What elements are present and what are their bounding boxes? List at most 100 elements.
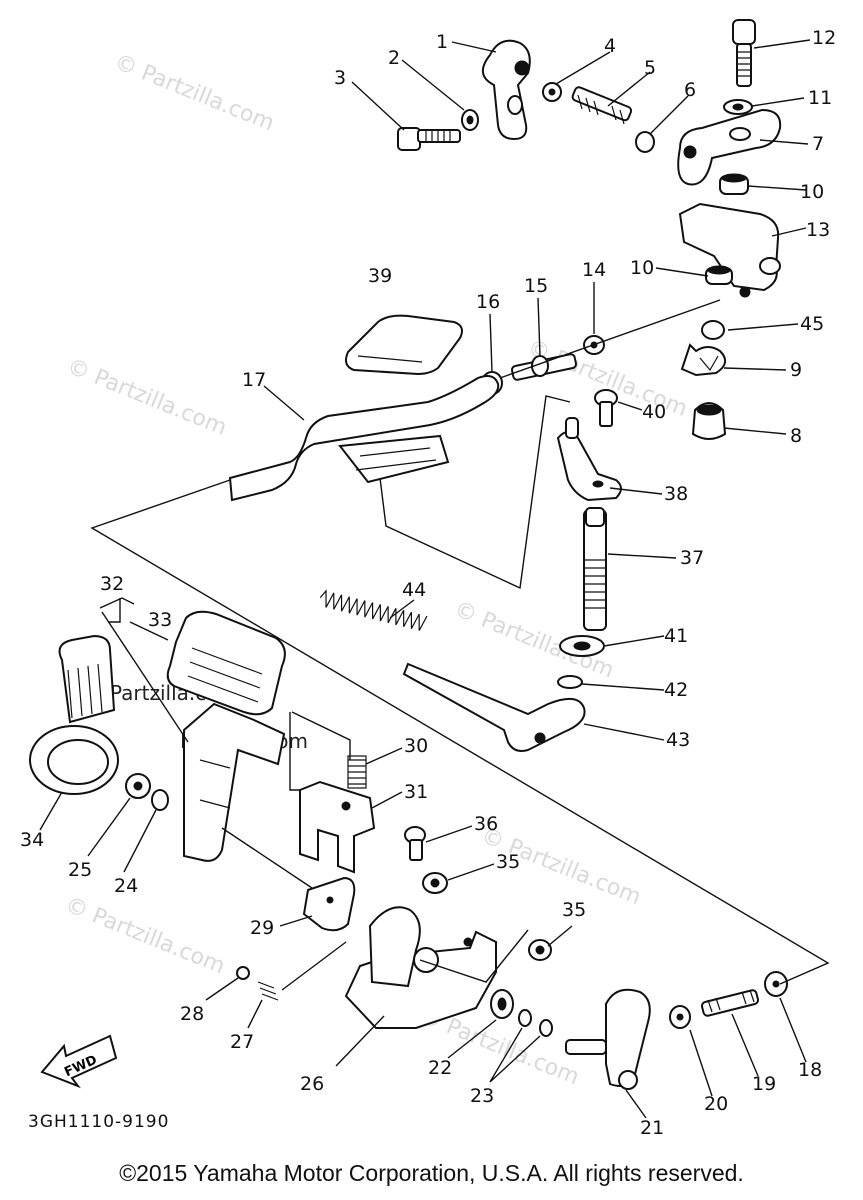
part-cover-39 <box>345 314 463 376</box>
callout-23: 23 <box>470 1085 494 1107</box>
part-nut-6 <box>635 131 655 153</box>
assembly-lines <box>90 299 830 991</box>
callout-44: 44 <box>402 579 426 601</box>
copyright-notice: ©2015 Yamaha Motor Corporation, U.S.A. A… <box>119 1160 744 1186</box>
part-lever-7 <box>677 108 782 186</box>
callout-12: 12 <box>812 27 836 49</box>
part-bolt-3 <box>397 127 461 151</box>
part-washer-11 <box>723 99 753 115</box>
callout-27: 27 <box>230 1031 254 1053</box>
callout-14: 14 <box>582 259 606 281</box>
part-screw-40 <box>594 389 618 427</box>
part-clip-9 <box>680 343 727 377</box>
part-shaft-37 <box>583 507 607 631</box>
callout-28: 28 <box>180 1003 204 1025</box>
callout-9: 9 <box>790 359 802 381</box>
part-nut-4 <box>542 82 562 102</box>
callout-7: 7 <box>812 133 824 155</box>
part-arm-38 <box>556 417 622 502</box>
callout-19: 19 <box>752 1073 776 1095</box>
callout-41: 41 <box>664 625 688 647</box>
part-holder-32 <box>183 702 286 862</box>
callout-18: 18 <box>798 1059 822 1081</box>
part-washer-24 <box>151 789 169 811</box>
callout-22: 22 <box>428 1057 452 1079</box>
part-housing-26 <box>344 906 497 1029</box>
part-rod-19 <box>700 989 760 1017</box>
callout-26: 26 <box>300 1073 324 1095</box>
callout-6: 6 <box>684 79 696 101</box>
callout-numbers: 1 2 3 4 5 6 7 8 9 10 10 11 12 13 14 15 1… <box>20 27 836 1139</box>
part-grip-33 <box>166 610 286 716</box>
fwd-arrow-icon: FWD <box>40 1034 118 1089</box>
callout-2: 2 <box>388 47 400 69</box>
callout-10a: 10 <box>800 181 824 203</box>
callout-leaders <box>39 39 811 1119</box>
part-nut-18 <box>764 971 788 997</box>
callout-11: 11 <box>808 87 832 109</box>
callout-33: 33 <box>148 609 172 631</box>
part-rod-5 <box>571 86 633 125</box>
callout-34: 34 <box>20 829 44 851</box>
callout-10b: 10 <box>630 257 654 279</box>
drawing-code: 3GH1110-9190 <box>28 1112 170 1132</box>
callout-15: 15 <box>524 275 548 297</box>
callout-35a: 35 <box>496 851 520 873</box>
part-washer-41 <box>559 635 605 657</box>
part-bush-10a <box>719 173 749 195</box>
callout-32: 32 <box>100 573 124 595</box>
callout-8: 8 <box>790 425 802 447</box>
callout-4: 4 <box>604 35 616 57</box>
callout-45: 45 <box>800 313 824 335</box>
part-bolt-12 <box>732 19 756 87</box>
part-lock-31 <box>299 780 376 874</box>
part-spring-30 <box>347 755 367 789</box>
part-nut-35b <box>528 939 552 961</box>
part-bracket-13 <box>678 202 781 298</box>
callout-17: 17 <box>242 369 266 391</box>
callout-42: 42 <box>664 679 688 701</box>
callout-1: 1 <box>436 31 448 53</box>
callout-5: 5 <box>644 57 656 79</box>
callout-35b: 35 <box>562 899 586 921</box>
part-joint-1 <box>482 39 531 141</box>
callout-24: 24 <box>114 875 138 897</box>
callout-16: 16 <box>476 291 500 313</box>
callout-37: 37 <box>680 547 704 569</box>
part-bush-10b <box>705 265 733 285</box>
callout-38: 38 <box>664 483 688 505</box>
part-washer-2 <box>461 109 479 131</box>
callout-40: 40 <box>642 401 666 423</box>
part-washer-45 <box>701 320 725 340</box>
watermark-3: © Partzilla.com <box>63 354 230 441</box>
part-grommet-8 <box>691 402 727 440</box>
callout-39: 39 <box>368 265 392 287</box>
callout-13: 13 <box>806 219 830 241</box>
part-handle-17 <box>228 375 500 502</box>
part-spring-27 <box>257 981 279 1001</box>
part-rod-43 <box>402 662 586 752</box>
callout-20: 20 <box>704 1093 728 1115</box>
part-clip-42 <box>557 675 583 689</box>
part-screw-36 <box>404 826 426 861</box>
callout-25: 25 <box>68 859 92 881</box>
part-clamp-34 <box>29 634 119 795</box>
part-ball-28 <box>236 966 250 980</box>
watermark-6: © Partzilla.com <box>61 893 228 980</box>
callout-30: 30 <box>404 735 428 757</box>
callout-29: 29 <box>250 917 274 939</box>
part-nut-20 <box>669 1005 691 1029</box>
part-collar-25 <box>125 773 151 799</box>
callout-36: 36 <box>474 813 498 835</box>
callout-3: 3 <box>334 67 346 89</box>
callout-31: 31 <box>404 781 428 803</box>
watermark-1: © Partzilla.com <box>111 50 278 137</box>
part-spring-44 <box>319 589 428 631</box>
callout-43: 43 <box>666 729 690 751</box>
part-nut-35a <box>422 872 448 894</box>
callout-21: 21 <box>640 1117 664 1139</box>
part-joint-21 <box>565 988 651 1090</box>
part-orings-23 <box>518 1009 553 1037</box>
part-washer-22 <box>490 989 514 1019</box>
